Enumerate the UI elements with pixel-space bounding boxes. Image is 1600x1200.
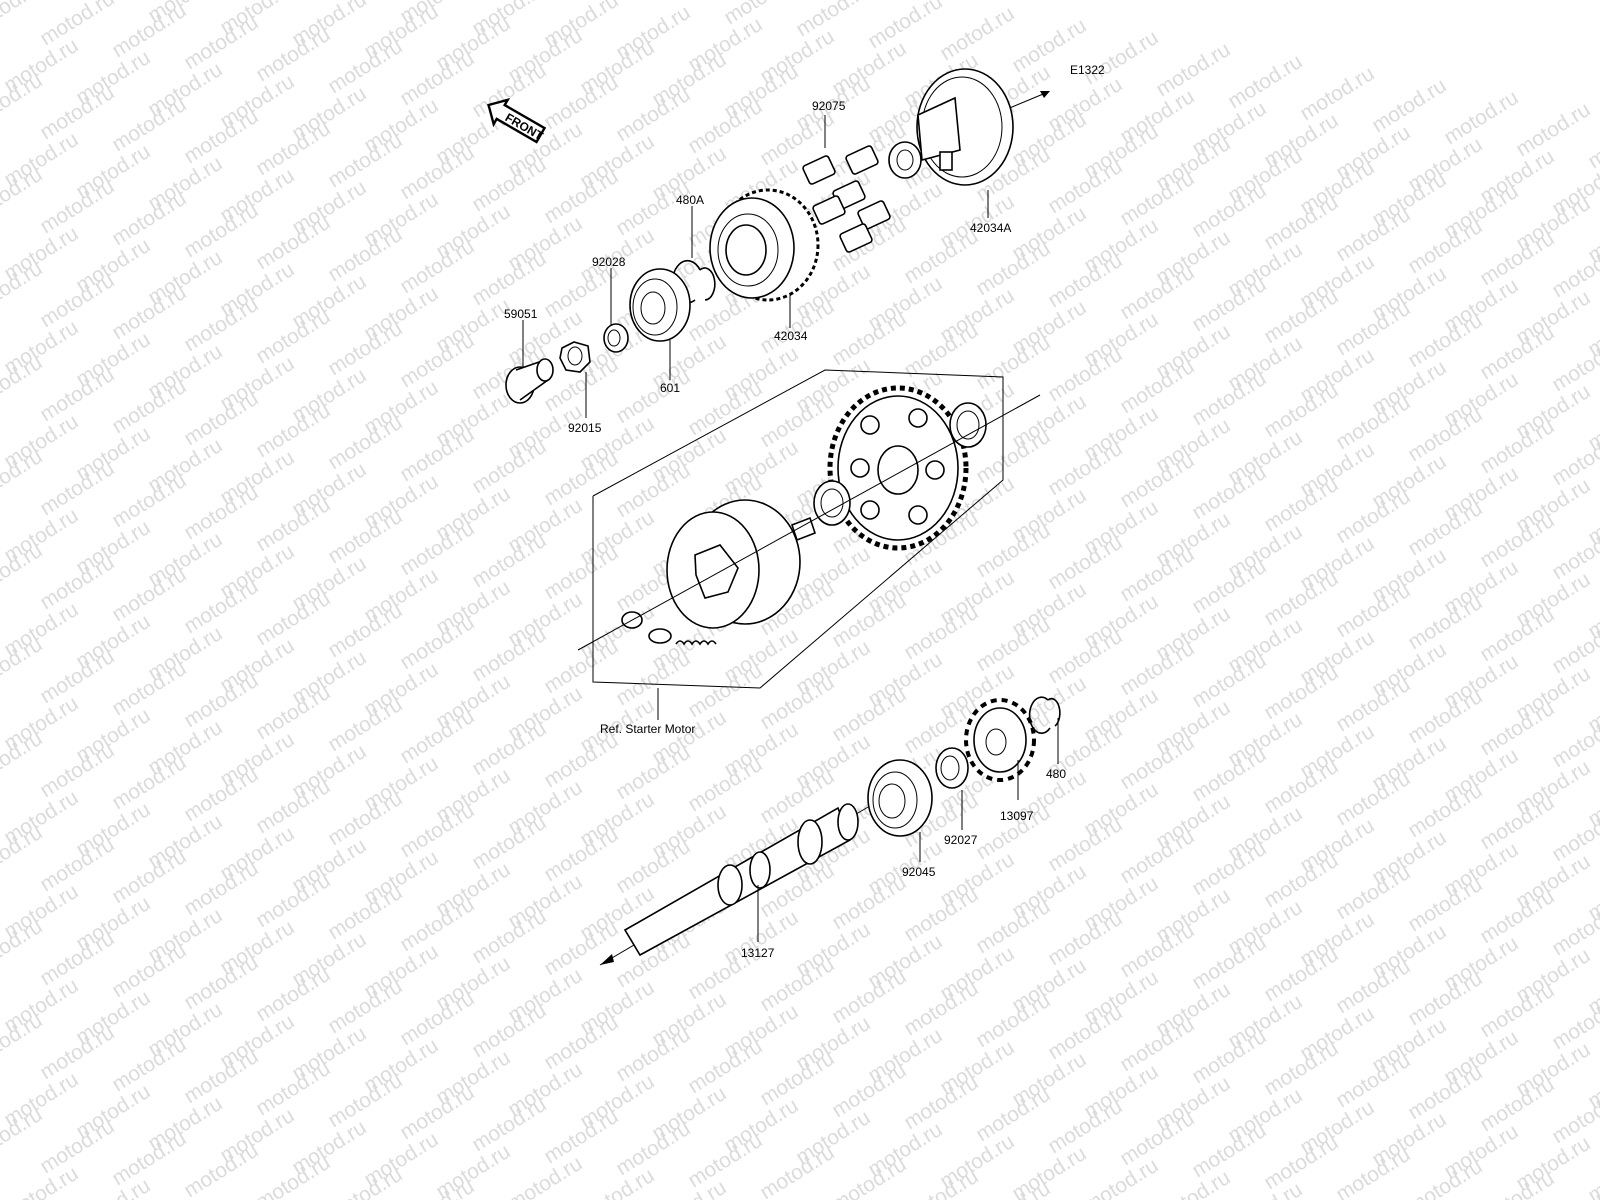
label-480: 480 — [1046, 767, 1066, 781]
label-92015: 92015 — [568, 421, 602, 435]
part-42034 — [709, 188, 820, 302]
label-42034A: 42034A — [970, 221, 1011, 235]
label-92075: 92075 — [812, 99, 846, 113]
starter-clutch-group — [577, 369, 1041, 720]
front-arrow-icon: FRONT — [487, 97, 547, 144]
part-42034A — [888, 68, 1014, 186]
label-601: 601 — [660, 381, 680, 395]
label-480A: 480A — [676, 193, 704, 207]
label-42034: 42034 — [774, 329, 808, 343]
part-601 — [629, 268, 691, 342]
label-13097: 13097 — [1000, 809, 1034, 823]
label-92027: 92027 — [944, 833, 978, 847]
part-92028 — [603, 323, 629, 353]
part-92027 — [935, 747, 969, 789]
part-92045 — [867, 759, 933, 837]
part-13097 — [964, 698, 1036, 782]
label-92045: 92045 — [902, 865, 936, 879]
ref-starter-motor-note: Ref. Starter Motor — [600, 722, 695, 736]
label-59051: 59051 — [504, 307, 538, 321]
diagram-code: E1322 — [1070, 63, 1105, 77]
code-arrowhead — [1040, 91, 1050, 98]
leader-lines — [522, 115, 1059, 942]
part-92015 — [559, 341, 591, 373]
label-13127: 13127 — [741, 946, 775, 960]
part-13127 — [599, 799, 881, 966]
part-92075 — [802, 145, 891, 253]
label-92028: 92028 — [592, 255, 626, 269]
part-59051 — [505, 358, 554, 404]
